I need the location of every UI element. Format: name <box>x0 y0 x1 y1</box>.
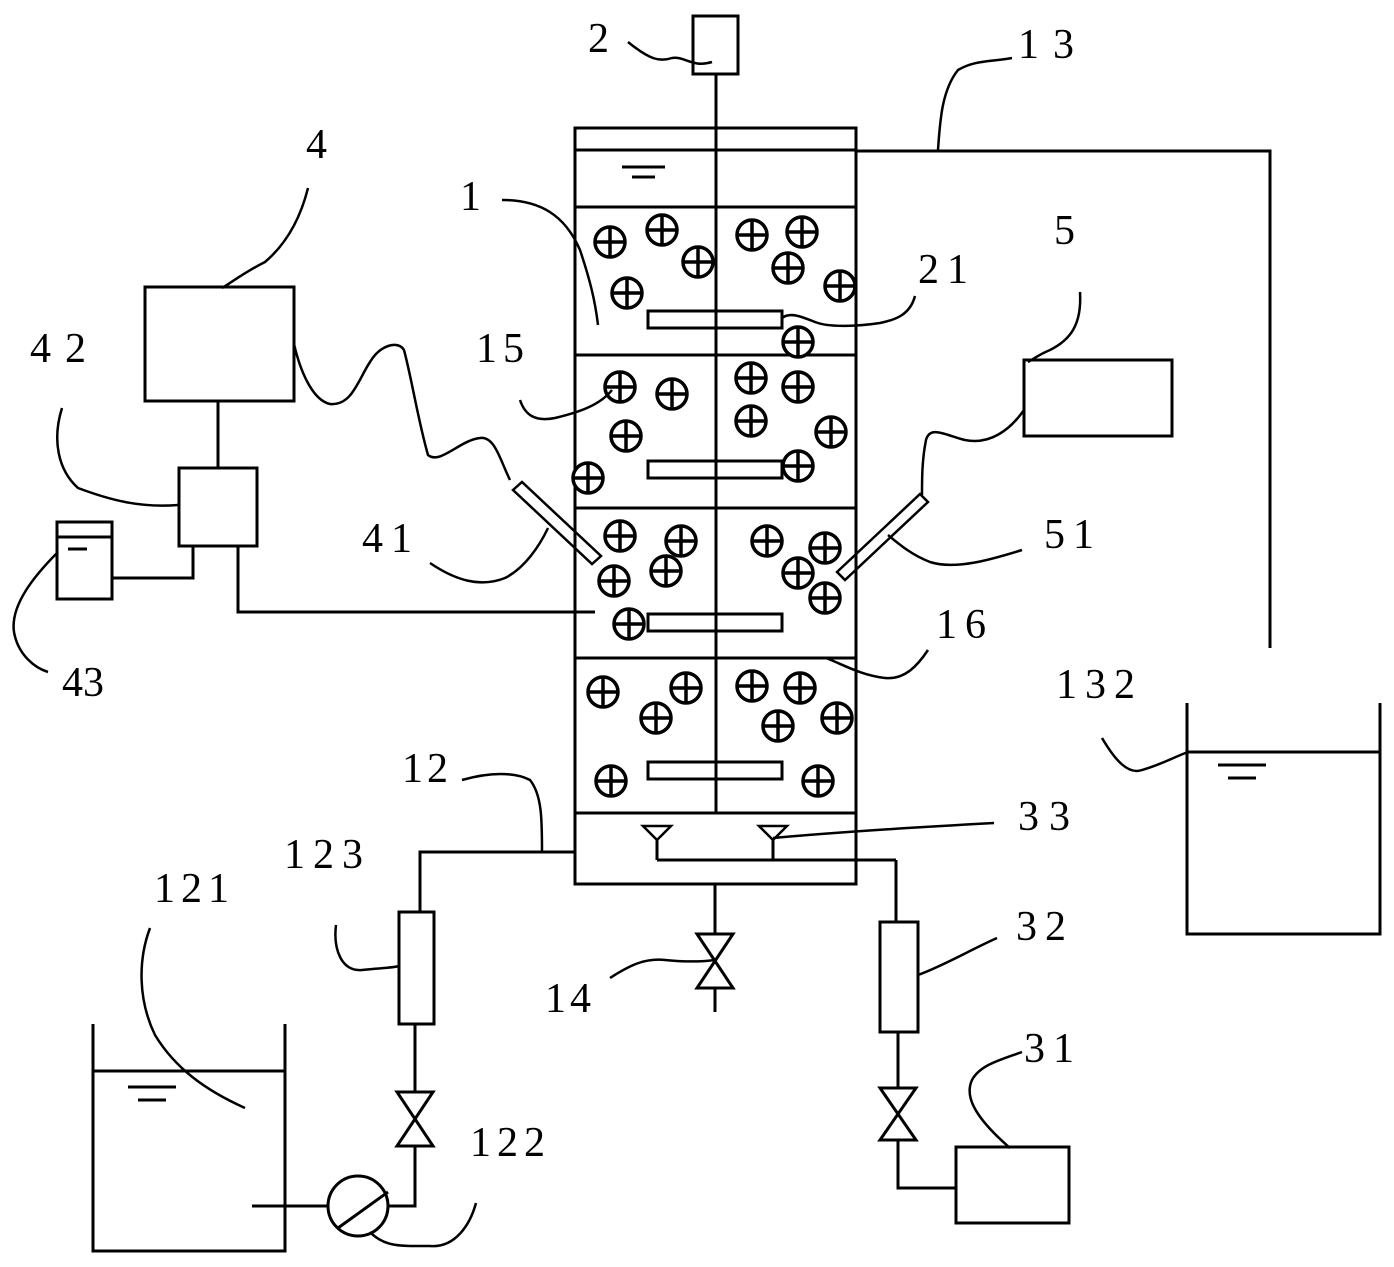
label-122: 122 <box>470 1120 551 1166</box>
carrier-particle <box>610 276 644 310</box>
carrier-particle <box>823 269 857 303</box>
inlet-pump <box>326 1174 390 1238</box>
carrier-particle <box>785 215 819 249</box>
carrier-particle <box>594 764 628 798</box>
inlet-pump-link <box>388 1146 417 1208</box>
carrier-particle <box>734 361 768 395</box>
inlet-valve <box>394 1090 436 1148</box>
control-unit <box>143 285 296 403</box>
label-121: 121 <box>154 866 235 912</box>
carrier-particle <box>669 671 703 705</box>
carrier-particle <box>808 581 842 615</box>
carrier-particle <box>820 701 854 735</box>
dosing-tank-link <box>112 546 195 580</box>
carrier-particle <box>664 524 698 558</box>
carrier-particle <box>639 701 673 735</box>
label-33: 33 <box>1018 794 1080 840</box>
label-132: 132 <box>1056 662 1143 708</box>
label-42: 42 <box>30 326 100 372</box>
label-32: 32 <box>1016 904 1074 950</box>
probe-41 <box>511 480 603 566</box>
carrier-particle <box>808 531 842 565</box>
aerator-heads <box>639 824 896 862</box>
monitor-unit <box>1022 358 1174 438</box>
effluent-tank <box>1185 703 1382 936</box>
carrier-particle <box>571 461 605 495</box>
carrier-particle <box>783 671 817 705</box>
label-15: 15 <box>476 326 530 372</box>
label-1: 1 <box>460 174 481 220</box>
carrier-particle <box>734 404 768 438</box>
label-43: 43 <box>62 660 104 706</box>
carrier-particle <box>781 556 815 590</box>
carrier-particle <box>655 377 689 411</box>
carrier-particle <box>781 370 815 404</box>
label-16: 16 <box>936 602 994 648</box>
label-31: 31 <box>1024 1026 1082 1072</box>
label-2: 2 <box>588 16 609 62</box>
carrier-particle <box>750 524 784 558</box>
inlet-pipe <box>418 850 575 912</box>
air-valve <box>877 1086 919 1142</box>
air-pump-link <box>896 1140 956 1190</box>
air-pump <box>954 1145 1071 1225</box>
carrier-particle <box>597 564 631 598</box>
inlet-flowmeter <box>397 910 436 1026</box>
air-flowmeter <box>878 920 920 1034</box>
carrier-particle <box>735 218 769 252</box>
carrier-particle <box>609 419 643 453</box>
label-14: 14 <box>545 976 595 1022</box>
probe-51 <box>835 492 930 582</box>
carrier-particle <box>649 554 683 588</box>
dosing-tank <box>55 520 114 601</box>
carrier-particle <box>612 607 646 641</box>
outlet-pipe <box>856 149 1272 648</box>
carrier-particle <box>761 709 795 743</box>
label-12: 12 <box>402 746 452 792</box>
carrier-particles <box>571 213 857 798</box>
label-5: 5 <box>1054 208 1075 254</box>
carrier-particle <box>593 225 627 259</box>
labels: 2 13 4 1 5 21 42 15 41 51 16 43 132 12 3… <box>30 16 1143 1166</box>
carrier-particle <box>586 675 620 709</box>
feed-tank <box>91 1024 287 1253</box>
dosing-pipe <box>236 546 595 614</box>
carrier-particle <box>645 213 679 247</box>
label-41: 41 <box>362 516 420 562</box>
carrier-particle <box>814 415 848 449</box>
carrier-particle <box>781 449 815 483</box>
label-4: 4 <box>306 122 327 168</box>
carrier-particle <box>735 669 769 703</box>
carrier-particle <box>801 764 835 798</box>
carrier-particle <box>781 325 815 359</box>
stirring-paddles <box>646 309 784 781</box>
label-51: 51 <box>1044 512 1102 558</box>
leader-lines <box>12 41 1189 1248</box>
carrier-particle <box>681 245 715 279</box>
label-21: 21 <box>918 247 976 293</box>
dosing-controller <box>177 466 259 548</box>
carrier-particle <box>603 519 637 553</box>
carrier-particle <box>603 370 637 404</box>
carrier-particle <box>771 251 805 285</box>
label-123: 123 <box>284 832 371 878</box>
label-13: 13 <box>1018 22 1088 68</box>
stirrer-motor <box>691 14 740 76</box>
drain-valve <box>694 932 736 990</box>
